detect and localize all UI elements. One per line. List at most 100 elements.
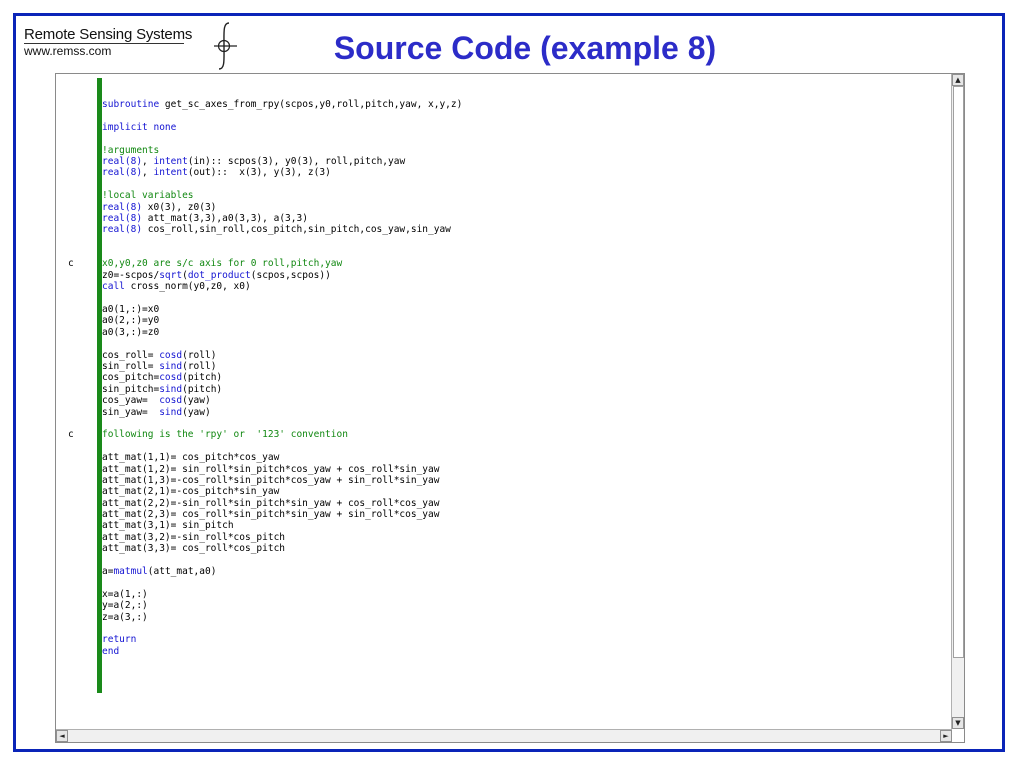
code-line <box>56 577 946 588</box>
gutter-bar <box>97 78 102 693</box>
line-text: a0(1,:)=x0 <box>102 304 159 315</box>
code-text: att_mat(2,1)=-cos_pitch*sin_yaw <box>102 486 280 498</box>
keyword: real(8) <box>102 167 143 179</box>
keyword: return <box>102 634 137 646</box>
code-line: real(8) att_mat(3,3),a0(3,3), a(3,3) <box>56 213 946 224</box>
keyword: matmul <box>113 566 148 578</box>
comment: x0,y0,z0 are s/c axis for 0 roll,pitch,y… <box>102 258 343 270</box>
code-line: sin_roll= sind(roll) <box>56 361 946 372</box>
line-text: !arguments <box>102 145 159 156</box>
code-line: return <box>56 634 946 645</box>
scroll-left-icon[interactable]: ◄ <box>56 730 68 742</box>
logo: Remote Sensing Systems www.remss.com <box>24 22 237 72</box>
code-text: att_mat(2,3)= cos_roll*sin_pitch*sin_yaw… <box>102 509 440 521</box>
line-text: real(8) cos_roll,sin_roll,cos_pitch,sin_… <box>102 224 451 235</box>
code-text: att_mat(3,2)=-sin_roll*cos_pitch <box>102 531 286 543</box>
keyword: sind <box>159 406 183 418</box>
code-text: (pitch) <box>182 372 223 384</box>
comment: !arguments <box>102 144 160 156</box>
code-text: cos_roll= <box>102 349 160 361</box>
comment: following is the 'rpy' or '123' conventi… <box>102 429 348 441</box>
slide-title: Source Code (example 8) <box>333 30 717 66</box>
code-text: (yaw) <box>182 406 211 418</box>
code-text: cos_roll,sin_roll,cos_pitch,sin_pitch,co… <box>142 224 451 236</box>
code-line: cos_yaw= cosd(yaw) <box>56 395 946 406</box>
code-text: att_mat(1,2)= sin_roll*sin_pitch*cos_yaw… <box>102 463 440 475</box>
vertical-scroll-thumb[interactable] <box>953 86 964 658</box>
code-line: call cross_norm(y0,z0, x0) <box>56 281 946 292</box>
code-view[interactable]: subroutine get_sc_axes_from_rpy(scpos,y0… <box>56 99 946 657</box>
code-text: (in):: scpos(3), y0(3), roll,pitch,yaw <box>187 155 406 167</box>
line-text: y=a(2,:) <box>102 600 148 611</box>
line-text: sin_roll= sind(roll) <box>102 361 216 372</box>
code-line: att_mat(1,3)=-cos_roll*sin_pitch*cos_yaw… <box>56 475 946 486</box>
code-line <box>56 110 946 121</box>
keyword: cosd <box>159 395 183 407</box>
line-text: att_mat(1,1)= cos_pitch*cos_yaw <box>102 452 279 463</box>
line-text: att_mat(3,2)=-sin_roll*cos_pitch <box>102 532 285 543</box>
code-text: att_mat(2,2)=-sin_roll*sin_pitch*sin_yaw… <box>102 497 440 509</box>
code-line: end <box>56 646 946 657</box>
line-marker: c <box>68 429 74 441</box>
code-text: att_mat(1,3)=-cos_roll*sin_pitch*cos_yaw… <box>102 474 440 486</box>
code-line: subroutine get_sc_axes_from_rpy(scpos,y0… <box>56 99 946 110</box>
keyword: sind <box>159 383 183 395</box>
code-line: att_mat(1,1)= cos_pitch*cos_yaw <box>56 452 946 463</box>
horizontal-scrollbar[interactable]: ◄ ► <box>56 729 952 742</box>
code-text: att_mat(3,3)= cos_roll*cos_pitch <box>102 543 286 555</box>
keyword: sind <box>159 360 183 372</box>
line-text: !local variables <box>102 190 194 201</box>
code-text: cos_yaw= <box>102 395 160 407</box>
logo-url: www.remss.com <box>24 44 112 58</box>
code-text: a0(2,:)=y0 <box>102 315 160 327</box>
line-text: att_mat(1,3)=-cos_roll*sin_pitch*cos_yaw… <box>102 475 439 486</box>
code-line: implicit none <box>56 122 946 133</box>
code-text: (scpos,scpos)) <box>250 269 331 281</box>
keyword: end <box>102 645 120 657</box>
line-text: att_mat(2,3)= cos_roll*sin_pitch*sin_yaw… <box>102 509 439 520</box>
vertical-scrollbar[interactable]: ▲ ▼ <box>951 74 964 729</box>
line-text: att_mat(2,1)=-cos_pitch*sin_yaw <box>102 486 279 497</box>
keyword: intent <box>153 155 188 167</box>
code-line: cos_roll= cosd(roll) <box>56 350 946 361</box>
code-text: y=a(2,:) <box>102 600 148 612</box>
code-line: att_mat(3,2)=-sin_roll*cos_pitch <box>56 532 946 543</box>
line-text: a0(3,:)=z0 <box>102 327 159 338</box>
keyword: cosd <box>159 372 183 384</box>
line-text: att_mat(3,1)= sin_pitch <box>102 520 234 531</box>
code-text: (roll) <box>182 349 217 361</box>
scroll-up-icon[interactable]: ▲ <box>952 74 964 86</box>
line-text: z0=-scpos/sqrt(dot_product(scpos,scpos)) <box>102 270 331 281</box>
code-line: att_mat(3,1)= sin_pitch <box>56 520 946 531</box>
code-text: sin_yaw= <box>102 406 160 418</box>
line-text: subroutine get_sc_axes_from_rpy(scpos,y0… <box>102 99 462 110</box>
code-line: a0(3,:)=z0 <box>56 327 946 338</box>
keyword: cosd <box>159 349 183 361</box>
scroll-down-icon[interactable]: ▼ <box>952 717 964 729</box>
scroll-right-icon[interactable]: ► <box>940 730 952 742</box>
code-line <box>56 293 946 304</box>
comment: !local variables <box>102 190 194 202</box>
code-text: a= <box>102 566 114 578</box>
line-text: real(8), intent(out):: x(3), y(3), z(3) <box>102 167 331 178</box>
code-line: cos_pitch=cosd(pitch) <box>56 372 946 383</box>
code-line <box>56 247 946 258</box>
code-line: real(8), intent(out):: x(3), y(3), z(3) <box>56 167 946 178</box>
code-editor[interactable]: subroutine get_sc_axes_from_rpy(scpos,y0… <box>55 73 965 743</box>
line-text: a0(2,:)=y0 <box>102 315 159 326</box>
code-line: sin_pitch=sind(pitch) <box>56 384 946 395</box>
line-text: implicit none <box>102 122 176 133</box>
line-text: real(8) att_mat(3,3),a0(3,3), a(3,3) <box>102 213 308 224</box>
code-line <box>56 179 946 190</box>
code-text: (pitch) <box>182 383 223 395</box>
code-text: a0(3,:)=z0 <box>102 326 160 338</box>
code-text: sin_roll= <box>102 360 160 372</box>
code-line: !local variables <box>56 190 946 201</box>
keyword: real(8) <box>102 224 143 236</box>
code-text: ( <box>182 269 188 281</box>
code-text: (roll) <box>182 360 217 372</box>
code-line: a0(2,:)=y0 <box>56 315 946 326</box>
line-text: z=a(3,:) <box>102 612 148 623</box>
keyword: subroutine <box>102 99 160 110</box>
